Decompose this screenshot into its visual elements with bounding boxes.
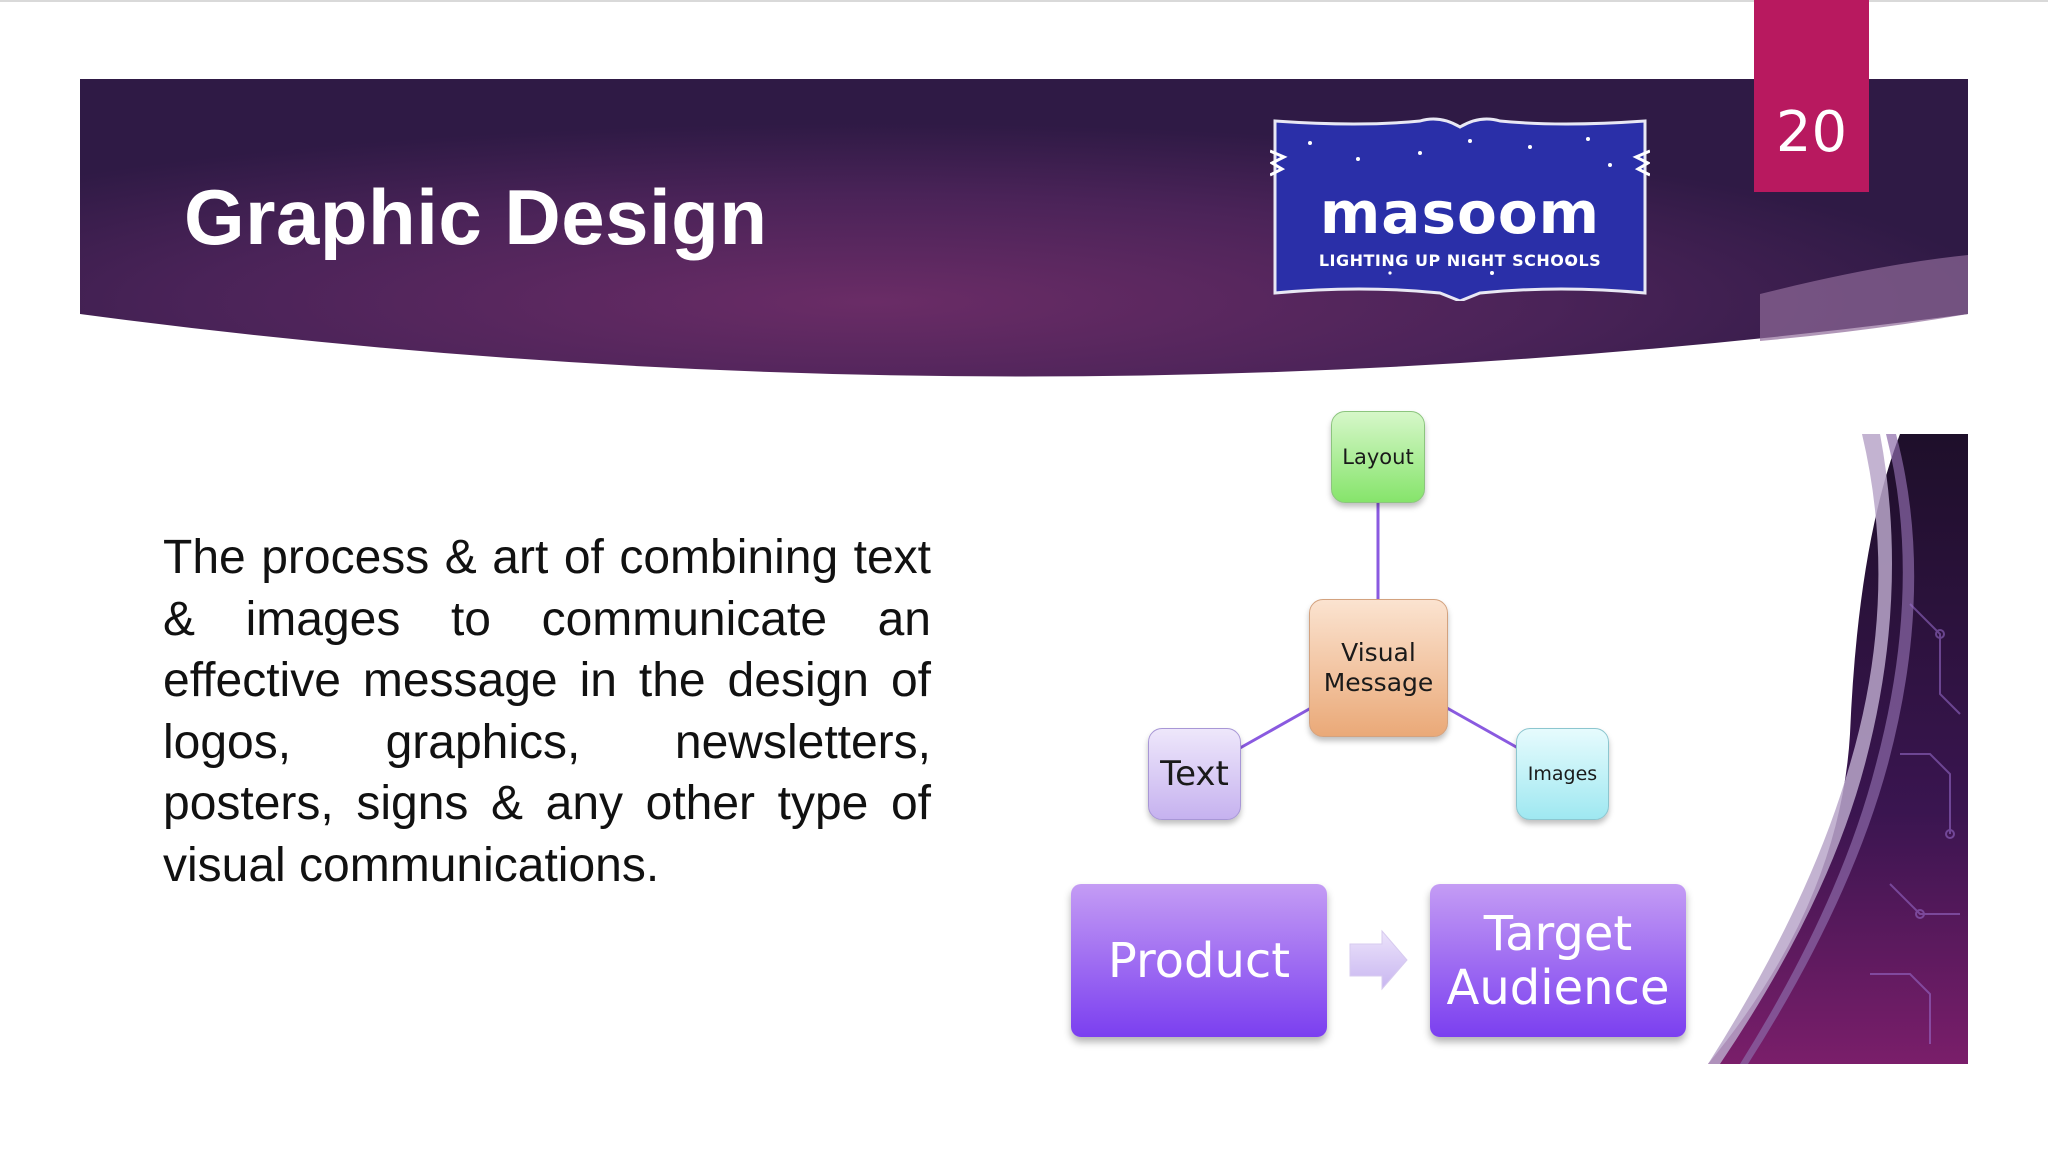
masoom-logo: masoom LIGHTING UP NIGHT SCHOOLS: [1268, 113, 1652, 303]
target-audience-line1: Target: [1483, 905, 1633, 962]
top-border-line: [0, 0, 2048, 2]
visual-message-line2: Message: [1323, 668, 1434, 697]
text-label: Text: [1160, 754, 1229, 794]
target-audience-box: Target Audience: [1430, 884, 1686, 1037]
slide-number-tab: 20: [1754, 0, 1869, 192]
body-paragraph: The process & art of combining text & im…: [163, 531, 931, 892]
target-audience-line2: Audience: [1446, 959, 1670, 1016]
images-label: Images: [1527, 763, 1598, 785]
layout-label: Layout: [1342, 445, 1414, 469]
decorative-swoosh-panel: [1708, 434, 1968, 1064]
slide-title: Graphic Design: [184, 173, 768, 261]
product-box: Product: [1071, 884, 1327, 1037]
slide-number: 20: [1775, 100, 1848, 165]
logo-wordmark: masoom: [1319, 179, 1601, 247]
product-label: Product: [1107, 932, 1291, 989]
logo-tagline: LIGHTING UP NIGHT SCHOOLS: [1318, 251, 1602, 270]
text-node: Text: [1148, 728, 1241, 820]
visual-message-node: Visual Message: [1309, 599, 1448, 737]
visual-message-line1: Visual: [1341, 638, 1416, 667]
layout-node: Layout: [1331, 411, 1425, 503]
images-node: Images: [1516, 728, 1609, 820]
